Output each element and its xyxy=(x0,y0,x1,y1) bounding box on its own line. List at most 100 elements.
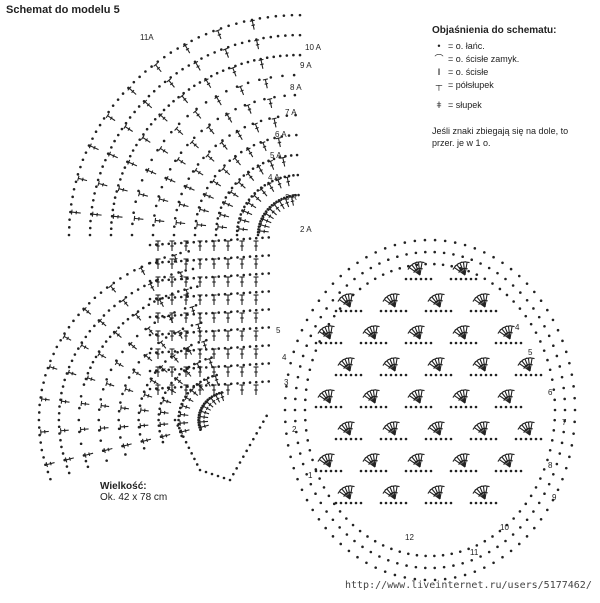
chain-dot xyxy=(519,373,523,377)
legend-item: ┬ = półsłupek xyxy=(432,78,597,91)
chain-dot xyxy=(424,277,428,281)
stitch-cap xyxy=(158,340,164,345)
chain-dot xyxy=(449,341,453,345)
chain-dot xyxy=(311,358,314,362)
stitch-cap xyxy=(271,117,277,120)
chain-dot xyxy=(353,539,356,543)
chain-dot xyxy=(206,53,210,57)
chain-dot xyxy=(524,373,528,377)
chain-dot xyxy=(379,501,383,505)
stitch-bar xyxy=(136,371,139,376)
stitch-bar xyxy=(162,149,166,153)
stitch-bar xyxy=(215,397,220,401)
chain-dot xyxy=(339,341,343,345)
chain-dot xyxy=(393,573,397,577)
chain-dot xyxy=(504,341,508,345)
chain-dot xyxy=(467,547,470,551)
stitch-cap xyxy=(189,139,194,145)
chain-dot xyxy=(339,469,343,473)
chain-dot xyxy=(193,84,196,88)
chain-dot xyxy=(278,156,281,159)
chain-dot xyxy=(276,34,280,38)
chain-dot xyxy=(424,405,428,409)
chain-dot xyxy=(140,397,144,400)
chain-dot xyxy=(216,117,220,121)
chain-dot xyxy=(345,533,349,536)
stitch-cap xyxy=(245,171,251,176)
stitch-bar xyxy=(264,82,269,85)
stitch-bar xyxy=(147,394,150,398)
stitch-bar xyxy=(247,108,252,111)
chain-dot xyxy=(414,565,418,569)
stitch-cap xyxy=(394,485,400,488)
chain-dot xyxy=(138,75,141,79)
chain-dot xyxy=(386,558,390,562)
chain-dot xyxy=(499,341,503,345)
chain-dot xyxy=(453,241,457,244)
chain-dot xyxy=(424,469,428,473)
chain-dot xyxy=(539,517,543,521)
chain-dot xyxy=(403,241,407,244)
chain-dot xyxy=(562,430,565,434)
stitch-bar xyxy=(394,427,398,430)
chain-dot xyxy=(108,335,112,339)
chain-dot xyxy=(180,192,183,196)
chain-dot xyxy=(202,156,205,160)
chain-dot xyxy=(242,20,246,23)
chain-dot xyxy=(517,274,521,278)
stitch-cap xyxy=(232,156,238,161)
chain-dot xyxy=(159,435,163,439)
chain-dot xyxy=(537,315,541,319)
stitch-cap xyxy=(217,224,219,230)
chain-dot xyxy=(157,424,161,427)
chain-dot xyxy=(71,195,74,199)
chain-dot xyxy=(384,373,388,377)
stitch-bar xyxy=(196,113,200,117)
chain-dot xyxy=(329,469,333,473)
chain-dot xyxy=(229,364,233,368)
stitch-cap xyxy=(105,380,108,387)
stitch-bar xyxy=(174,357,178,361)
chain-dot xyxy=(204,32,208,36)
chain-dot xyxy=(406,552,410,556)
stitch-bar xyxy=(265,219,269,223)
chain-dot xyxy=(240,62,243,66)
chain-dot xyxy=(183,184,187,188)
chain-dot xyxy=(305,498,309,502)
stitch-cap xyxy=(141,438,145,444)
stitch-cap xyxy=(201,340,207,343)
chain-dot xyxy=(116,98,120,101)
chain-dot xyxy=(236,310,239,313)
stitch-bar xyxy=(71,371,74,376)
chain-dot xyxy=(542,349,546,352)
chain-dot xyxy=(173,296,177,299)
chain-dot xyxy=(347,267,351,271)
stitch-cap xyxy=(464,261,470,264)
chain-dot xyxy=(469,405,473,409)
chain-dot xyxy=(442,251,446,255)
chain-dot xyxy=(246,60,250,64)
chain-dot xyxy=(173,242,177,245)
chain-dot xyxy=(177,418,180,422)
chain-dot xyxy=(214,228,218,231)
pineapple-label: 6 xyxy=(548,388,553,397)
chain-dot xyxy=(204,330,208,333)
chain-dot xyxy=(84,151,88,154)
chain-dot xyxy=(186,114,189,118)
chain-dot xyxy=(179,406,182,410)
stitch-cap xyxy=(439,485,445,488)
chain-dot xyxy=(511,284,515,287)
chain-dot xyxy=(359,373,363,377)
chain-dot xyxy=(252,59,256,62)
chain-dot xyxy=(153,214,156,217)
chain-dot xyxy=(37,418,41,422)
chain-dot xyxy=(162,139,166,143)
chain-dot xyxy=(524,314,528,318)
stitch-bar xyxy=(189,186,192,191)
chain-dot xyxy=(469,341,473,345)
chain-dot xyxy=(178,373,181,376)
chain-dot xyxy=(265,414,268,418)
chain-dot xyxy=(148,261,152,265)
chain-dot xyxy=(419,469,423,473)
chain-dot xyxy=(77,418,81,422)
